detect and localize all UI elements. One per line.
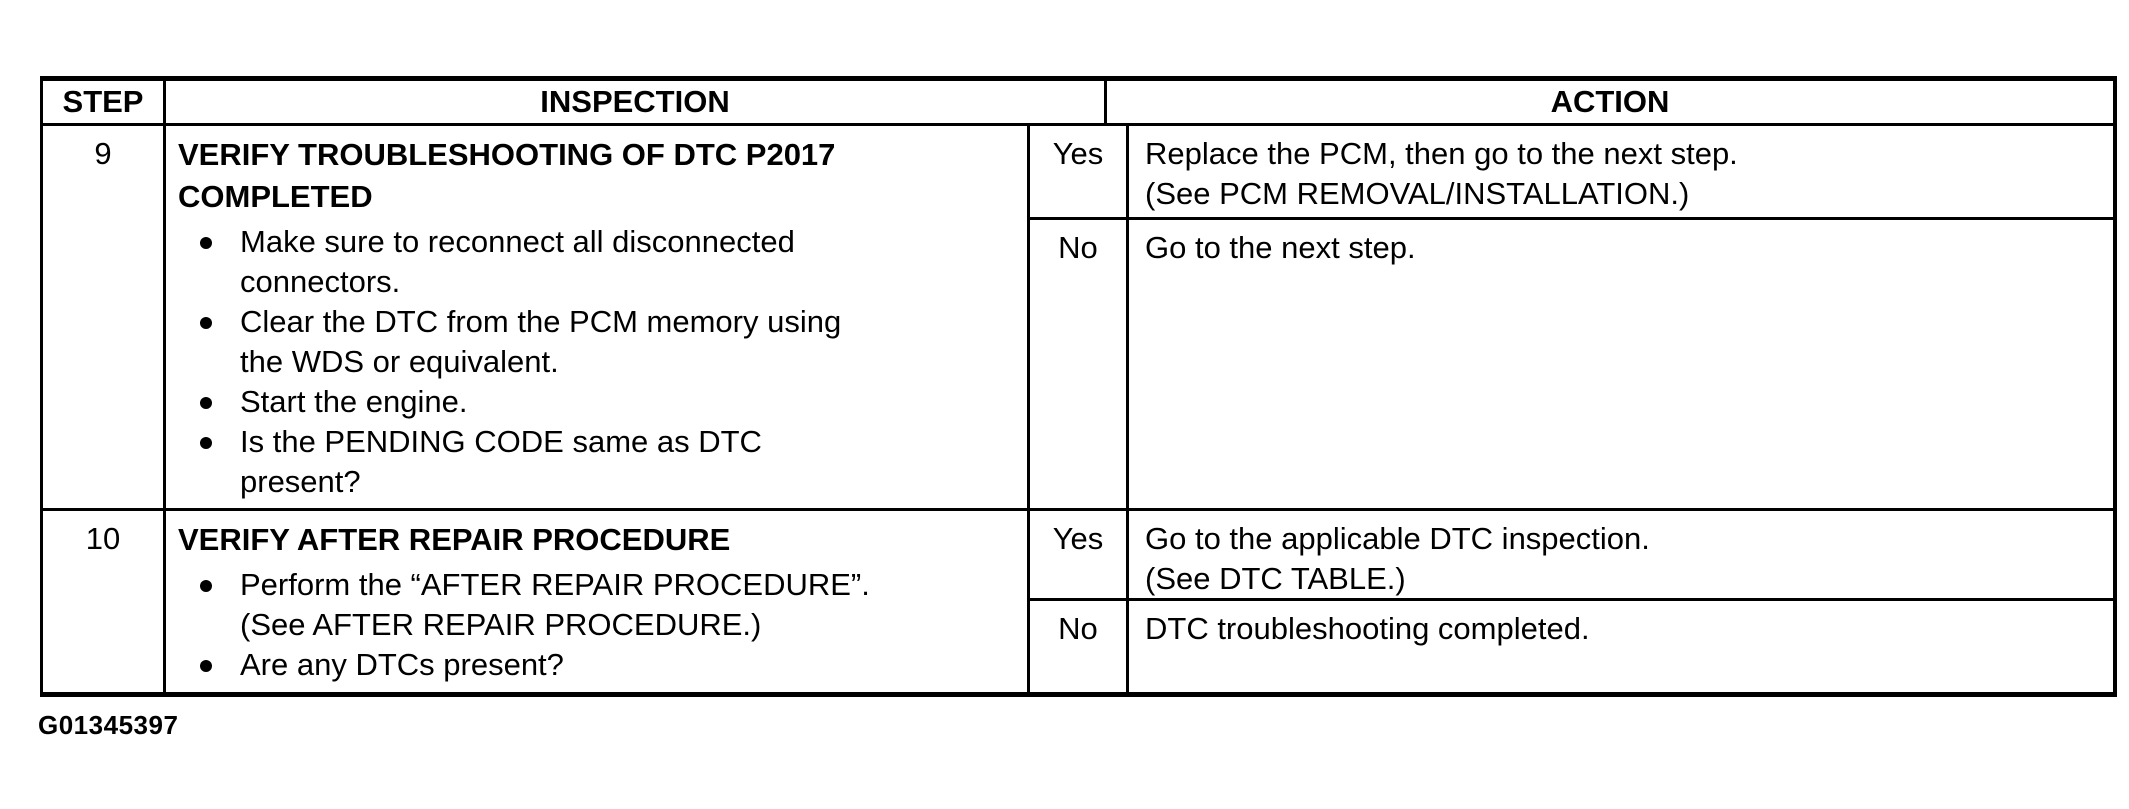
bullet-text: Perform the “AFTER REPAIR PROCEDURE”.(Se… [240,566,870,642]
table-row-step-10: 10 VERIFY AFTER REPAIR PROCEDURE Perform… [43,510,2113,693]
bullet-icon [200,396,212,409]
bullet-item: Are any DTCs present? [178,645,1017,685]
inspection-title: VERIFY AFTER REPAIR PROCEDURE [178,521,731,557]
yes-label: Yes [1030,510,1129,598]
inspection-bullet-list: Perform the “AFTER REPAIR PROCEDURE”.(Se… [178,565,1017,685]
step-number: 9 [43,125,166,508]
bullet-text: Start the engine. [240,383,468,419]
action-cell: DTC troubleshooting completed. [1145,610,1590,646]
branch-no: No DTC troubleshooting completed. [1030,600,2113,693]
bullet-icon [200,316,212,329]
bullet-item: Perform the “AFTER REPAIR PROCEDURE”.(Se… [178,565,1017,645]
figure-id-label: G01345397 [38,710,179,740]
action-cell: Go to the next step. [1145,229,1416,265]
bullet-icon [200,436,212,449]
action-cell: Replace the PCM, then go to the next ste… [1145,135,1738,211]
no-label: No [1030,219,1129,508]
step-number: 10 [43,510,166,693]
branch-rows: Yes Replace the PCM, then go to the next… [1030,125,2113,508]
bullet-text: Are any DTCs present? [240,646,564,682]
yes-label: Yes [1030,125,1129,217]
table-header-row: STEP INSPECTION ACTION [43,81,2113,126]
branch-rows: Yes Go to the applicable DTC inspection.… [1030,510,2113,693]
header-cell-action: ACTION [1550,83,1670,119]
bullet-icon [200,236,212,249]
branch-yes: Yes Replace the PCM, then go to the next… [1030,125,2113,220]
header-cell-step: STEP [43,81,166,123]
troubleshooting-table: STEP INSPECTION ACTION 9 VERIFY TROUBLES… [40,76,2117,697]
bullet-item: Start the engine. [178,382,1017,422]
inspection-cell: VERIFY AFTER REPAIR PROCEDURE Perform th… [166,510,1030,693]
branch-yes: Yes Go to the applicable DTC inspection.… [1030,510,2113,601]
bullet-icon [200,579,212,592]
branch-no: No Go to the next step. [1030,219,2113,508]
no-label: No [1030,600,1129,693]
header-cell-inspection: INSPECTION [166,81,1107,123]
action-cell: Go to the applicable DTC inspection.(See… [1145,520,1650,596]
bullet-icon [200,659,212,672]
